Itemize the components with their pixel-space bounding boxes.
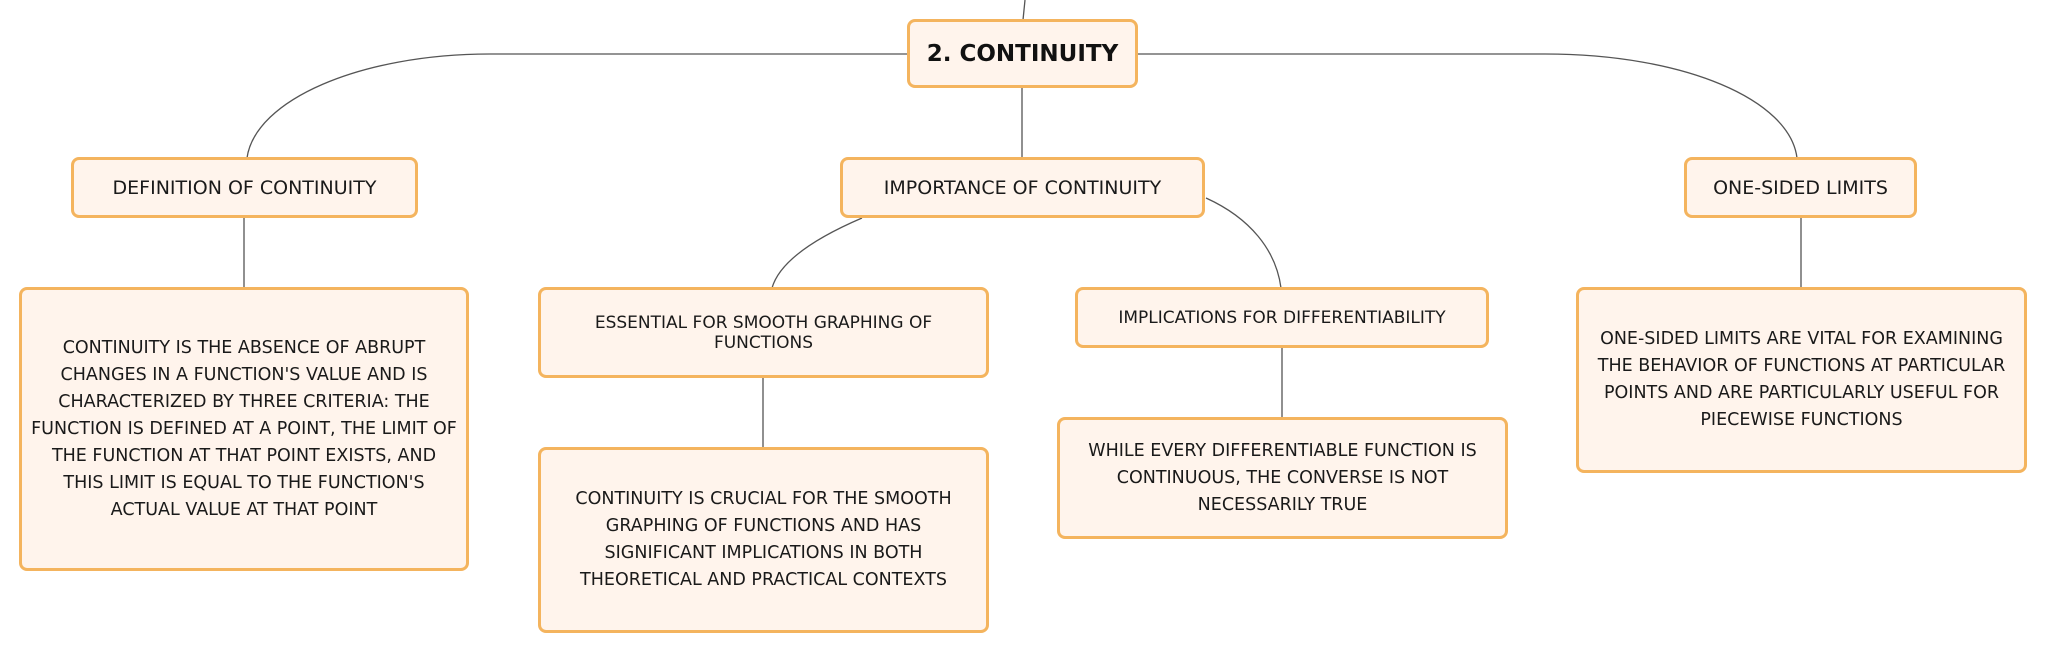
connector-root-incoming — [1022, 0, 1026, 21]
detail-node-one-sided-limits-text: ONE-SIDED LIMITS ARE VITAL FOR EXAMINING… — [1597, 329, 2006, 430]
connector-root-to-definition — [246, 53, 908, 159]
subtopic-node-differentiability[interactable]: IMPLICATIONS FOR DIFFERENTIABILITY — [1075, 287, 1489, 348]
connector-root-to-one-sided — [1137, 53, 1798, 159]
detail-node-smooth-graphing-text: CONTINUITY IS CRUCIAL FOR THE SMOOTH GRA… — [575, 489, 952, 590]
subtopic-node-smooth-graphing-label: ESSENTIAL FOR SMOOTH GRAPHING OF FUNCTIO… — [594, 312, 933, 353]
detail-node-definition-text: CONTINUITY IS THE ABSENCE OF ABRUPT CHAN… — [31, 337, 457, 520]
detail-node-definition[interactable]: CONTINUITY IS THE ABSENCE OF ABRUPT CHAN… — [19, 287, 469, 571]
connector-importance-to-differentiability — [1205, 197, 1282, 289]
detail-node-differentiability[interactable]: WHILE EVERY DIFFERENTIABLE FUNCTION IS C… — [1057, 417, 1508, 539]
detail-node-one-sided-limits[interactable]: ONE-SIDED LIMITS ARE VITAL FOR EXAMINING… — [1576, 287, 2027, 473]
topic-node-importance-label: IMPORTANCE OF CONTINUITY — [883, 176, 1162, 199]
topic-node-definition-label: DEFINITION OF CONTINUITY — [112, 176, 377, 199]
topic-node-importance[interactable]: IMPORTANCE OF CONTINUITY — [840, 157, 1205, 218]
subtopic-node-differentiability-label: IMPLICATIONS FOR DIFFERENTIABILITY — [1118, 307, 1446, 328]
root-node-continuity[interactable]: 2. CONTINUITY — [907, 19, 1138, 88]
detail-node-differentiability-text: WHILE EVERY DIFFERENTIABLE FUNCTION IS C… — [1088, 440, 1477, 515]
detail-node-smooth-graphing[interactable]: CONTINUITY IS CRUCIAL FOR THE SMOOTH GRA… — [538, 447, 989, 633]
topic-node-definition[interactable]: DEFINITION OF CONTINUITY — [71, 157, 418, 218]
topic-node-one-sided-limits[interactable]: ONE-SIDED LIMITS — [1684, 157, 1917, 218]
connector-importance-to-smooth — [771, 217, 863, 289]
subtopic-node-smooth-graphing[interactable]: ESSENTIAL FOR SMOOTH GRAPHING OF FUNCTIO… — [538, 287, 989, 378]
root-node-label: 2. CONTINUITY — [926, 40, 1119, 67]
topic-node-one-sided-label: ONE-SIDED LIMITS — [1713, 176, 1888, 199]
